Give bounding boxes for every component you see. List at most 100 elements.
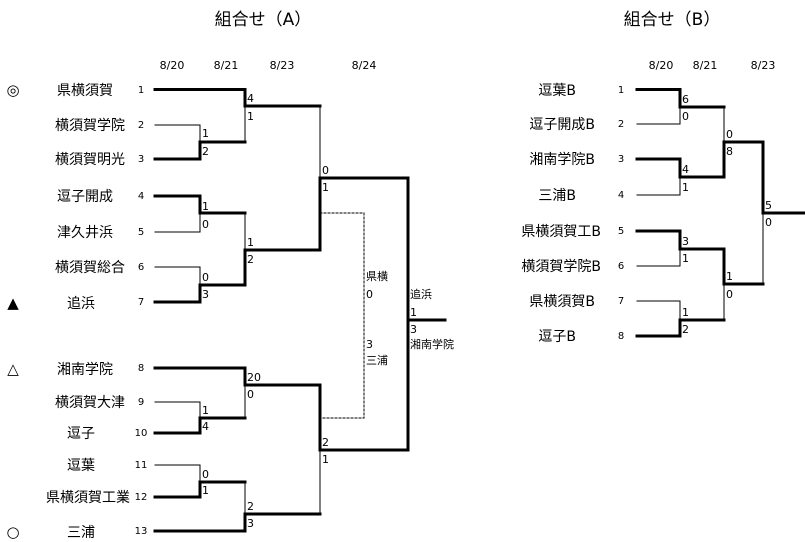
match-score: 6 [682,93,689,106]
seed-mark: ◎ [6,81,19,99]
date-label: 8/23 [270,59,295,72]
seed-number: 3 [138,154,144,165]
seed-mark: ▲ [7,294,19,312]
match-score: 0 [247,388,254,401]
bracket-b-title: 組合せ（B） [624,10,721,30]
team-name: 逗葉 [67,458,95,474]
match-score: 0 [322,164,329,177]
match-score: 1 [202,127,209,140]
seed-number: 8 [138,363,144,374]
team-name: 逗子開成B [529,117,595,133]
seed-number: 7 [618,296,624,307]
finalist-label: 追浜 [410,287,432,301]
date-label: 8/24 [352,59,377,72]
bracket-a-title: 組合せ（A） [215,10,312,30]
team-name: 県横須賀B [529,294,595,310]
match-score: 1 [247,110,254,123]
side-game-line [319,212,365,419]
seed-mark: △ [7,360,19,378]
team-name: 逗葉B [538,83,576,99]
seed-number: 5 [618,226,624,237]
match-score: 1 [202,200,209,213]
side-game-team: 県横 [366,269,388,283]
match-score: 1 [322,453,329,466]
team-name: 横須賀学院 [55,118,125,134]
seed-number: 7 [138,297,144,308]
team-name: 横須賀明光 [55,152,125,168]
date-label: 8/20 [649,59,674,72]
seed-number: 3 [618,154,624,165]
team-name: 津久井浜 [57,225,113,241]
seed-number: 9 [138,397,144,408]
date-label: 8/20 [160,59,185,72]
team-name: 三浦 [67,525,95,541]
seed-number: 8 [618,331,624,342]
match-score: 0 [202,468,209,481]
seed-number: 6 [138,262,144,273]
seed-mark: ○ [6,523,19,541]
seed-number: 4 [618,190,624,201]
match-score: 3 [410,323,417,336]
match-score: 2 [247,500,254,513]
side-game-score: 0 [366,288,373,301]
match-score: 3 [202,288,209,301]
seed-number: 1 [138,85,144,96]
team-name: 三浦B [538,188,576,204]
seed-number: 13 [135,526,148,537]
match-score: 4 [202,420,209,433]
match-score: 1 [202,404,209,417]
match-score: 1 [410,306,417,319]
match-score: 1 [682,306,689,319]
date-label: 8/23 [751,59,776,72]
team-name: 湘南学院 [57,362,113,378]
match-score: 0 [202,218,209,231]
seed-number: 10 [135,428,148,439]
team-name: 横須賀大津 [55,395,125,411]
match-score: 2 [322,436,329,449]
seed-number: 11 [135,460,148,471]
match-score: 8 [726,145,733,158]
team-name: 逗子B [538,329,576,345]
match-score: 3 [247,517,254,530]
team-name: 横須賀学院B [521,259,601,275]
team-name: 湘南学院B [529,152,595,168]
match-score: 1 [682,252,689,265]
match-score: 20 [247,371,261,384]
seed-number: 6 [618,261,624,272]
date-label: 8/21 [214,59,239,72]
match-score: 0 [726,288,733,301]
team-name: 県横須賀 [57,83,113,99]
match-score: 0 [682,110,689,123]
match-score: 4 [247,92,254,105]
team-name: 県横須賀工業 [46,490,130,506]
team-name: 横須賀総合 [55,260,125,276]
match-score: 0 [765,216,772,229]
team-name: 逗子 [67,426,95,442]
side-game-team: 三浦 [366,354,388,367]
seed-number: 4 [138,191,144,202]
match-score: 2 [682,323,689,336]
match-score: 2 [202,145,209,158]
match-score: 1 [726,270,733,283]
team-name: 追浜 [67,296,95,312]
match-score: 5 [765,199,772,212]
team-name: 県横須賀工B [521,224,601,240]
side-game-score: 3 [366,338,373,351]
match-score: 0 [202,271,209,284]
match-score: 2 [247,253,254,266]
seed-number: 2 [138,120,144,131]
finalist-label: 湘南学院 [410,337,454,351]
seed-number: 5 [138,227,144,238]
seed-number: 2 [618,119,624,130]
team-name: 逗子開成 [57,189,113,205]
seed-number: 1 [618,85,624,96]
match-score: 1 [322,181,329,194]
match-score: 1 [682,181,689,194]
match-score: 3 [682,235,689,248]
match-score: 1 [202,484,209,497]
match-score: 1 [247,236,254,249]
seed-number: 12 [135,492,148,503]
match-score: 4 [682,163,689,176]
match-score: 0 [726,128,733,141]
